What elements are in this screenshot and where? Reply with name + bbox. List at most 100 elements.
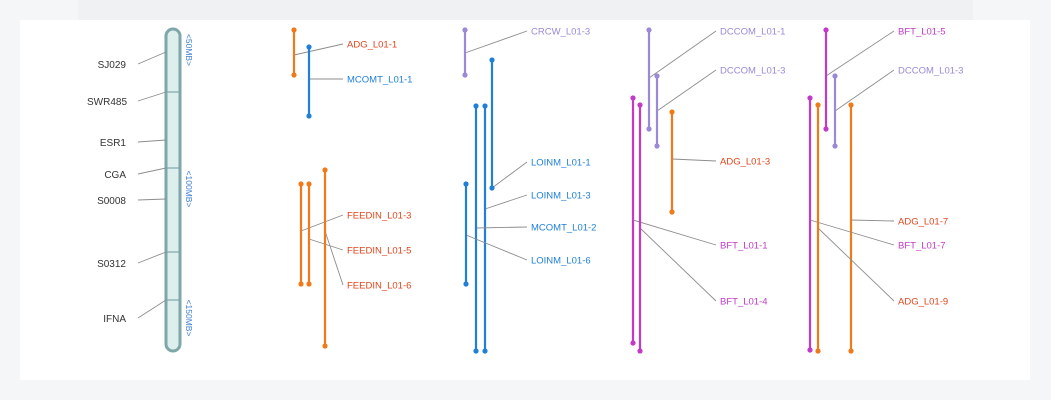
qtl-leader [491,161,528,189]
qtl-leader [648,30,717,79]
qtl-label: CRCW_L01-3 [531,27,590,38]
qtl-bar-end-dot [815,348,821,354]
qtl-label: DCCOM_L01-1 [720,27,785,38]
qtl-bar-end-dot [462,72,468,78]
marker-leader [137,139,167,143]
qtl-bar-start-dot [630,95,636,101]
marker-label: S0312 [97,259,126,270]
qtl-bar-start-dot [823,27,829,33]
top-band [78,0,973,20]
qtl-label: BFT_L01-4 [720,297,768,308]
qtl-bar-start-dot [322,167,328,173]
qtl-bar-end-dot [823,126,829,132]
qtl-bar-start-dot [637,102,643,108]
qtl-label: MCOMT_L01-1 [347,75,412,86]
qtl-bar-start-dot [807,95,813,101]
qtl-bar-start-dot [848,102,854,108]
qtl-bar-start-dot [463,181,469,187]
qtl-leader [817,227,895,302]
marker-leader [137,251,167,264]
qtl-bar-end-dot [630,340,636,346]
marker-leader [137,167,167,175]
qtl-bar-end-dot [482,348,488,354]
marker-label: SJ029 [98,60,127,71]
qtl-leader [464,30,528,54]
qtl-bar-end-dot [298,281,304,287]
qtl-leader [324,230,344,286]
qtl-bar-end-dot [306,281,312,287]
marker-labels: SJ029 SWR485 ESR1 CGA S0008 S0312 IFNA [87,51,167,325]
marker-label: IFNA [103,314,126,325]
qtl-leader [850,219,895,222]
qtl-bar-start-dot [462,27,468,33]
diagram-canvas [20,20,1030,380]
qtl-bar-start-dot [306,44,312,50]
qtl-bar-start-dot [291,27,297,33]
qtl-bar-end-dot [669,209,675,215]
qtl-label: LOINM_L01-1 [531,158,591,169]
chromosome: <50MB> <100MB> <150MB> [164,27,194,353]
qtl-leader [475,226,528,229]
qtl-label: LOINM_L01-3 [531,191,591,202]
scale-label: <150MB> [184,300,194,337]
qtl-label: FEEDIN_L01-3 [347,211,411,222]
qtl-bar-start-dot [646,27,652,33]
qtl-bar-start-dot [482,103,488,109]
qtl-leader [484,194,528,210]
qtl-bar-start-dot [654,73,660,79]
qtl-leader [639,227,717,302]
marker-leader [137,91,167,102]
qtl-label: ADG_L01-7 [898,217,948,228]
qtl-track: BFT_L01-5DCCOM_L01-3ADG_L01-7BFT_L01-7AD… [807,27,963,354]
qtl-leader [465,234,528,261]
qtl-label: FEEDIN_L01-6 [347,281,411,292]
qtl-label: DCCOM_L01-3 [898,66,963,77]
qtl-bar-start-dot [473,103,479,109]
qtl-bar-end-dot [654,143,660,149]
qtl-bar-end-dot [463,281,469,287]
qtl-bar-start-dot [306,181,312,187]
marker-leader [137,51,167,65]
marker-label: S0008 [97,196,126,207]
chromosome-body [164,27,182,353]
qtl-bar-start-dot [832,73,838,79]
qtl-bar-end-dot [489,185,495,191]
scale-label: <50MB> [184,34,194,66]
marker-label: SWR485 [87,97,127,108]
qtl-bar-end-dot [807,347,813,353]
qtl-leader [809,219,895,246]
qtl-bar-end-dot [646,126,652,132]
qtl-label: DCCOM_L01-3 [720,66,785,77]
qtl-bar-end-dot [637,348,643,354]
qtl-label: FEEDIN_L01-5 [347,246,411,257]
qtl-leader [656,69,717,112]
qtl-bar-end-dot [473,348,479,354]
qtl-bar-end-dot [291,72,297,78]
qtl-track: CRCW_L01-3LOINM_L01-1LOINM_L01-3MCOMT_L0… [462,27,596,354]
qtl-tracks: ADG_L01-1MCOMT_L01-1FEEDIN_L01-3FEEDIN_L… [291,27,963,354]
qtl-leader [834,69,895,112]
qtl-label: ADG_L01-3 [720,157,770,168]
qtl-leader [632,219,717,246]
marker-leader [137,299,167,319]
qtl-bar-start-dot [815,102,821,108]
qtl-bar-end-dot [322,343,328,349]
qtl-leader [293,43,344,56]
marker-label: ESR1 [100,138,127,149]
qtl-bar-end-dot [848,348,854,354]
qtl-label: ADG_L01-1 [347,40,397,51]
qtl-leader [825,30,895,77]
qtl-bar-start-dot [489,57,495,63]
qtl-bar-end-dot [306,113,312,119]
qtl-bar-start-dot [298,181,304,187]
qtl-label: BFT_L01-5 [898,27,946,38]
scale-label: <100MB> [184,171,194,208]
qtl-label: BFT_L01-1 [720,241,768,252]
marker-leader [137,198,167,201]
qtl-label: ADG_L01-9 [898,297,948,308]
marker-label: CGA [104,170,126,181]
qtl-track: DCCOM_L01-1DCCOM_L01-3ADG_L01-3BFT_L01-1… [630,27,785,354]
